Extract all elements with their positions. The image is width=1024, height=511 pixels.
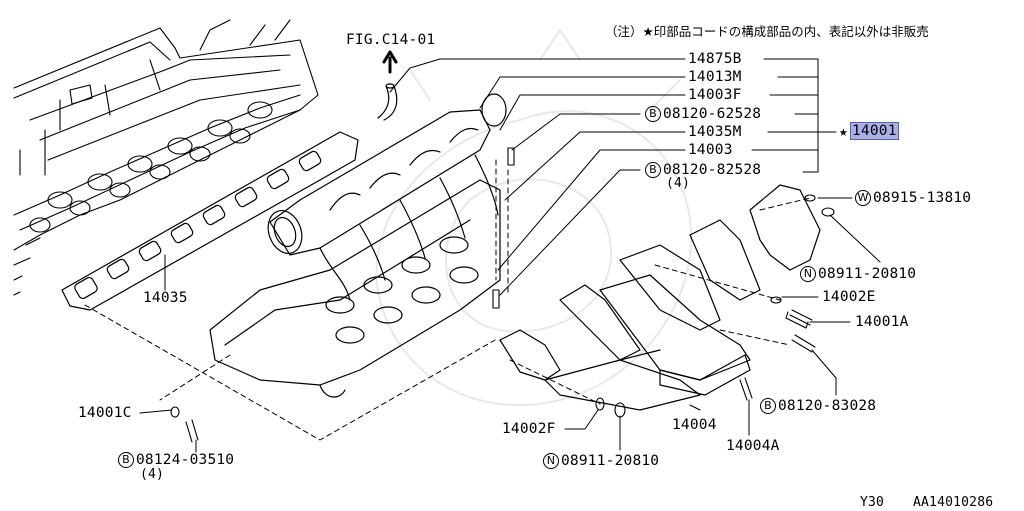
bolt-prefix-icon: B bbox=[645, 162, 661, 178]
label-14875B[interactable]: 14875B bbox=[688, 51, 742, 67]
part-number: 08911-20810 bbox=[561, 453, 660, 469]
dashed-lines bbox=[84, 159, 811, 441]
label-14004A[interactable]: 14004A bbox=[726, 438, 780, 454]
nut-prefix-icon: N bbox=[543, 453, 559, 469]
part-number: 08915-13810 bbox=[873, 190, 972, 206]
label-14003F[interactable]: 14003F bbox=[688, 87, 742, 103]
nut-prefix-icon: N bbox=[800, 266, 816, 282]
label-14002F[interactable]: 14002F bbox=[502, 421, 556, 437]
label-14003[interactable]: 14003 bbox=[688, 142, 733, 158]
bolt-prefix-icon: B bbox=[118, 452, 134, 468]
part-number: 08124-03510 bbox=[136, 452, 235, 468]
label-14035M[interactable]: 14035M bbox=[688, 124, 742, 140]
part-number: 08120-83028 bbox=[778, 398, 877, 414]
label-14035[interactable]: 14035 bbox=[143, 290, 188, 306]
star-icon: ★ bbox=[839, 124, 848, 140]
label-14004[interactable]: 14004 bbox=[672, 417, 717, 433]
label-14001-highlighted[interactable]: 14001 bbox=[850, 122, 899, 140]
part-number: 08911-20810 bbox=[818, 266, 917, 282]
engine-block bbox=[13, 19, 319, 296]
intake-manifold bbox=[209, 179, 501, 398]
gasket-14035 bbox=[61, 131, 359, 311]
label-14001C[interactable]: 14001C bbox=[78, 405, 132, 421]
exhaust-manifold-right bbox=[599, 184, 821, 396]
exhaust-manifold-left bbox=[499, 284, 701, 411]
footer-code: AA14010286 bbox=[913, 495, 994, 510]
footer-model: Y30 bbox=[860, 495, 885, 510]
label-14013M[interactable]: 14013M bbox=[688, 69, 742, 85]
bolt-prefix-icon: B bbox=[760, 398, 776, 414]
part-number: 08120-82528 bbox=[663, 162, 762, 178]
leader-lines bbox=[139, 58, 881, 453]
qty-08124-03510: (4) bbox=[140, 467, 165, 482]
hardware bbox=[170, 147, 835, 443]
fig-arrow bbox=[382, 50, 398, 74]
qty-08120-82528: (4) bbox=[666, 176, 691, 191]
note-text: （注）★印部品コードの構成部品の内、表記以外は非販売 bbox=[605, 24, 929, 39]
label-14002E[interactable]: 14002E bbox=[822, 289, 876, 305]
washer-prefix-icon: W bbox=[855, 190, 871, 206]
label-14001A[interactable]: 14001A bbox=[855, 314, 909, 330]
intake-collector bbox=[267, 93, 507, 301]
fig-reference[interactable]: FIG.C14-01 bbox=[346, 32, 436, 48]
part-number: 08120-62528 bbox=[663, 106, 762, 122]
bolt-prefix-icon: B bbox=[645, 106, 661, 122]
pcv-hose bbox=[377, 83, 398, 121]
